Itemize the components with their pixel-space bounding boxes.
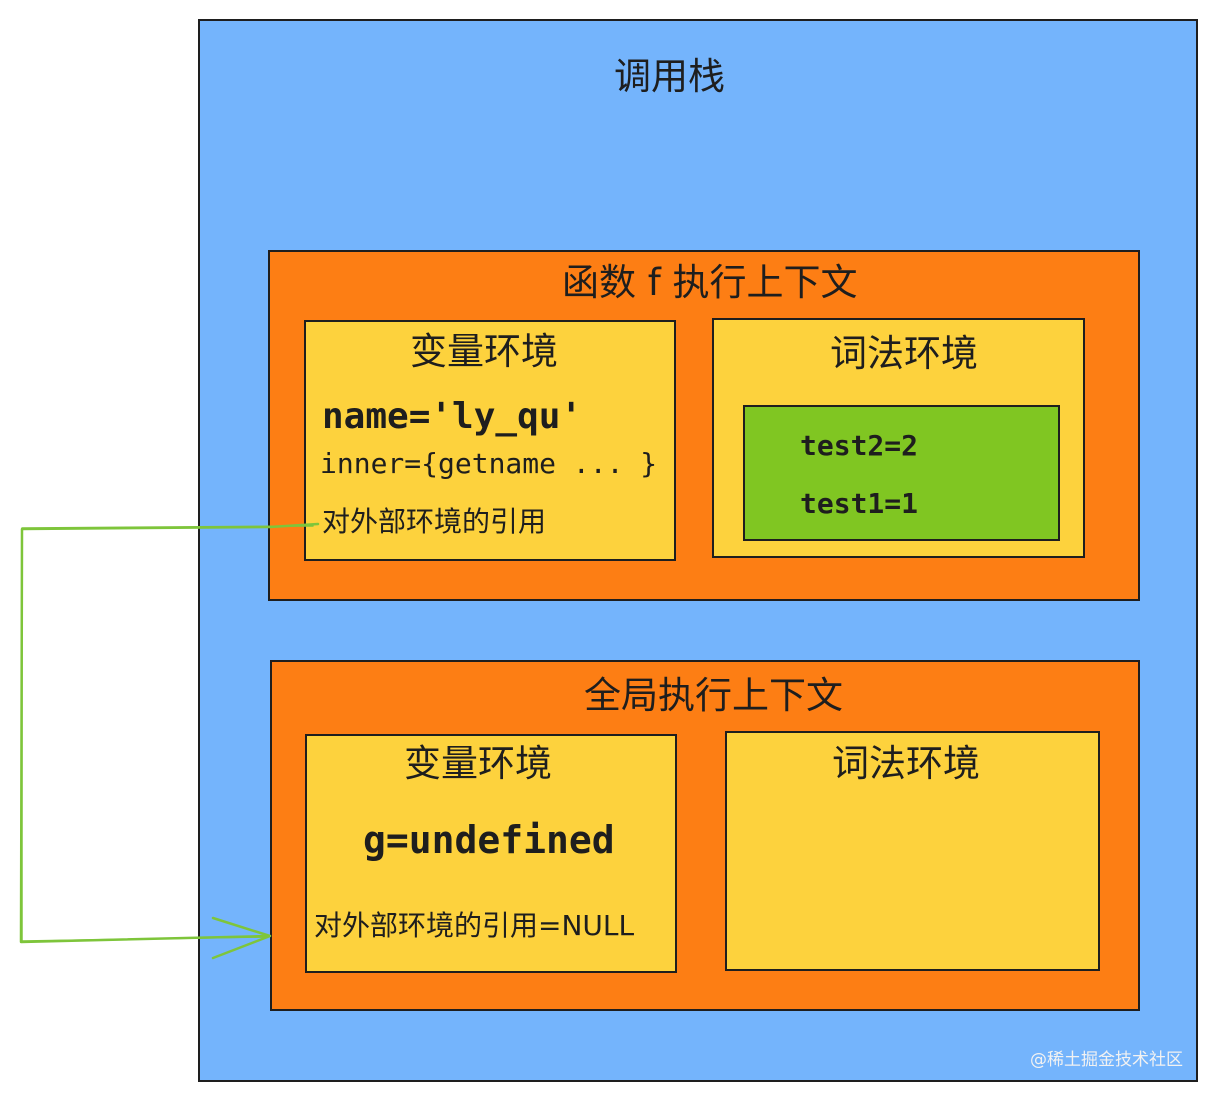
test1-variable: test1=1 <box>800 487 919 520</box>
global-context-title: 全局执行上下文 <box>584 674 843 717</box>
global-lexical-environment-box <box>725 731 1100 971</box>
function-lexical-env-title: 词法环境 <box>830 332 978 375</box>
name-variable: name='ly_qu' <box>322 396 583 437</box>
function-outer-reference: 对外部环境的引用 <box>322 505 547 538</box>
call-stack-title: 调用栈 <box>614 55 725 98</box>
function-variable-environment-box <box>304 320 676 561</box>
inner-variable: inner={getname ... } <box>320 447 658 480</box>
global-variable-env-title: 变量环境 <box>404 742 552 785</box>
function-context-title: 函数 f 执行上下文 <box>562 261 858 304</box>
global-outer-reference: 对外部环境的引用=NULL <box>314 909 635 942</box>
watermark: @稀土掘金技术社区 <box>1030 1050 1183 1070</box>
function-variable-env-title: 变量环境 <box>410 330 558 373</box>
global-variable-environment-box <box>305 734 677 973</box>
test2-variable: test2=2 <box>800 429 919 462</box>
global-lexical-env-title: 词法环境 <box>832 742 980 785</box>
g-variable: g=undefined <box>363 818 615 862</box>
block-scope-box <box>743 405 1060 541</box>
